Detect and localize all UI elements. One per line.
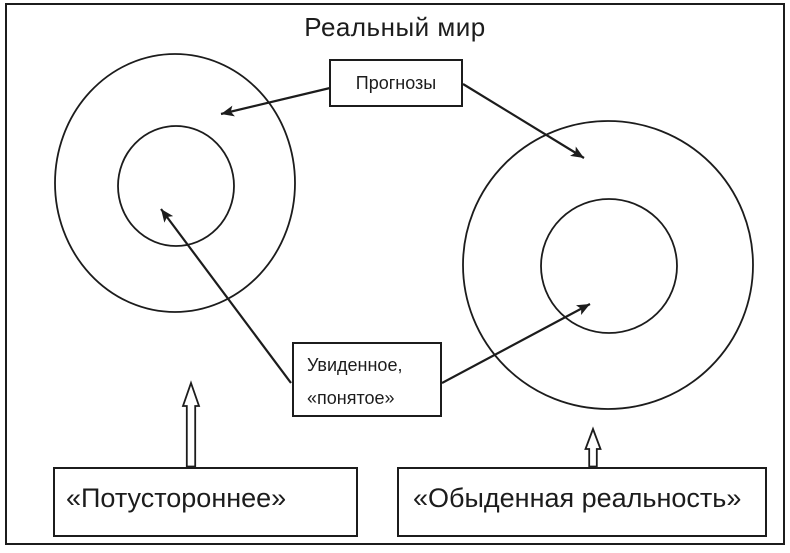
left-outer-circle <box>54 53 296 313</box>
arrow-seen-to-right-inner-circle <box>441 303 591 384</box>
left-inner-circle <box>117 125 235 247</box>
right-inner-circle <box>540 198 678 334</box>
ordinary-reality-label: «Обыденная реальность» <box>413 483 742 513</box>
arrow-seen-to-left-inner-circle <box>160 208 292 384</box>
block-arrow-otherworldly-up <box>181 380 201 468</box>
seen-understood-label-box: Увиденное, «понятое» <box>292 342 442 417</box>
otherworldly-label: «Потустороннее» <box>66 483 287 513</box>
right-outer-circle <box>462 120 754 410</box>
seen-label-line1: Увиденное, <box>307 355 403 375</box>
diagram-title: Реальный мир <box>304 12 486 42</box>
forecasts-label-box: Прогнозы <box>329 59 463 107</box>
otherworldly-label-box: «Потустороннее» <box>53 467 358 537</box>
arrow-forecasts-to-left-ring <box>220 86 331 117</box>
ordinary-reality-label-box: «Обыденная реальность» <box>397 467 767 537</box>
diagram-border <box>5 3 785 545</box>
forecasts-label: Прогнозы <box>355 72 437 93</box>
seen-label-line2: «понятое» <box>307 388 395 408</box>
block-arrow-ordinary-up <box>584 426 602 468</box>
arrow-forecasts-to-right-ring <box>462 83 585 159</box>
